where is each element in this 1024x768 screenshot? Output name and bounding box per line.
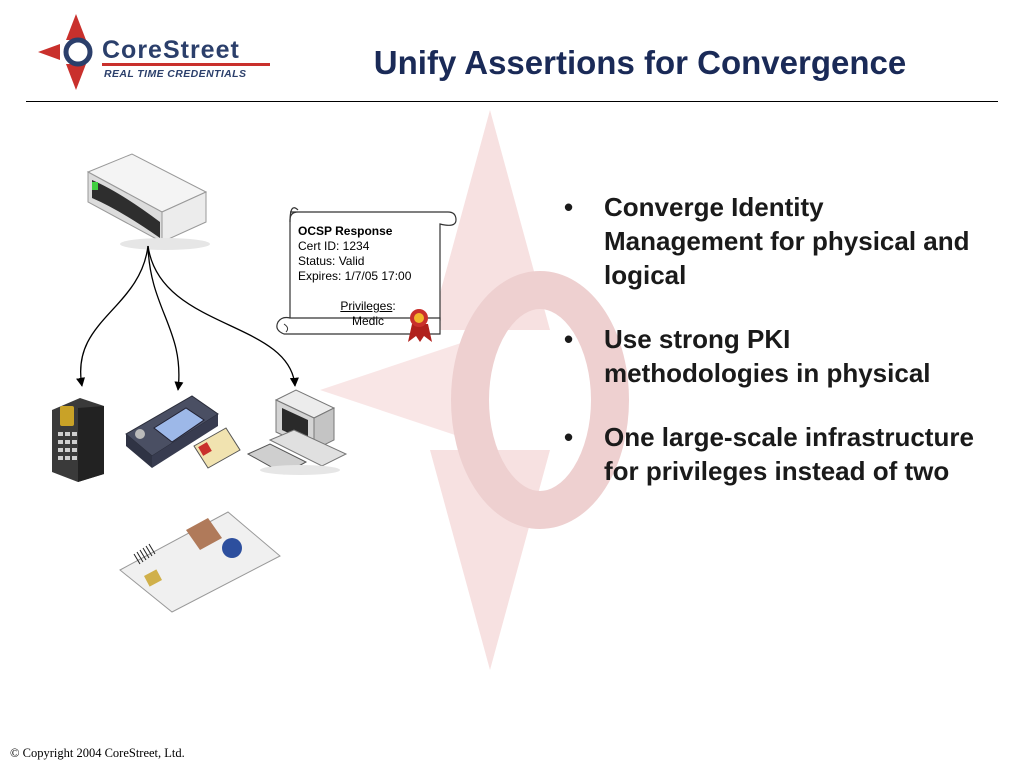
bullet-item: • Converge Identity Management for physic… xyxy=(562,190,982,292)
bullet-item: • One large-scale infrastructure for priv… xyxy=(562,420,982,488)
ocsp-response-text: OCSP Response Cert ID: 1234 Status: Vali… xyxy=(298,224,438,329)
ocsp-status: Status: Valid xyxy=(298,254,365,268)
connector-lines xyxy=(76,245,299,391)
background-watermark-icon xyxy=(320,110,629,670)
ocsp-heading: OCSP Response xyxy=(298,224,393,238)
corestreet-logo: CoreStreet REAL TIME CREDENTIALS xyxy=(38,14,278,90)
ocsp-privileges-value: Medic xyxy=(351,314,384,328)
ocsp-expires: Expires: 1/7/05 17:00 xyxy=(298,269,412,283)
ribbon-seal-icon xyxy=(408,309,432,342)
title-divider xyxy=(26,101,998,102)
bullet-marker: • xyxy=(564,422,574,452)
bullet-marker: • xyxy=(564,192,574,222)
id-card-icon xyxy=(119,511,281,613)
copyright-footer: © Copyright 2004 CoreStreet, Ltd. xyxy=(10,746,185,760)
ocsp-privileges-label: Privileges xyxy=(340,299,393,313)
bullet-list: • Converge Identity Management for physic… xyxy=(562,190,982,518)
bullet-marker: • xyxy=(564,324,574,354)
handheld-reader-icon xyxy=(125,395,241,469)
bullet-text: Use strong PKI methodologies in physical xyxy=(604,324,931,388)
compass-logo-icon xyxy=(38,14,93,90)
bullet-text: Converge Identity Management for physica… xyxy=(604,192,970,290)
slide-title: Unify Assertions for Convergence xyxy=(373,44,907,81)
bullet-text: One large-scale infrastructure for privi… xyxy=(604,422,974,486)
bullet-item: • Use strong PKI methodologies in physica… xyxy=(562,322,982,390)
logo-bar xyxy=(102,63,270,66)
ocsp-cert-id: Cert ID: 1234 xyxy=(298,239,370,253)
logo-tagline: REAL TIME CREDENTIALS xyxy=(104,68,247,80)
fingerprint-reader-icon xyxy=(52,398,104,482)
credential-diagram xyxy=(52,153,457,613)
ocsp-privileges: Privileges: Medic xyxy=(298,299,438,329)
desktop-computer-icon xyxy=(246,389,348,475)
logo-name-text: CoreStreet xyxy=(102,36,240,64)
logo-name: CoreStreet xyxy=(102,36,240,65)
ocsp-scroll xyxy=(276,207,457,335)
server-icon xyxy=(86,153,210,250)
